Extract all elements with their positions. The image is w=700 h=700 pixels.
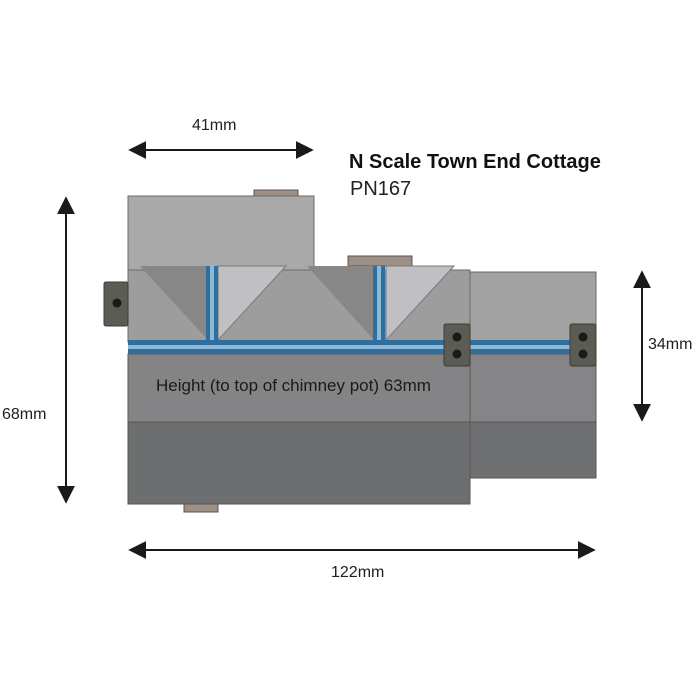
middle-bracket-bolt-2 bbox=[452, 349, 462, 359]
middle-bracket bbox=[443, 323, 471, 367]
chimney-height-note: Height (to top of chimney pot) 63mm bbox=[156, 376, 431, 395]
annex-wall-lower bbox=[469, 421, 597, 479]
middle-bracket-bolt-1 bbox=[452, 332, 462, 342]
upper-roof-block bbox=[127, 195, 315, 273]
left-height-label: 68mm bbox=[2, 406, 47, 423]
product-title: N Scale Town End Cottage bbox=[349, 151, 601, 173]
dormer-left-dark bbox=[140, 266, 208, 340]
dormer-right-spine-light bbox=[377, 266, 381, 340]
main-wall-lower bbox=[127, 421, 471, 505]
dormer-left-spine-light bbox=[210, 266, 214, 340]
right-height-label: 34mm bbox=[648, 336, 693, 353]
top-width-label: 41mm bbox=[192, 117, 237, 134]
chimney-bottom bbox=[183, 503, 219, 513]
dormer-right-light bbox=[385, 265, 456, 342]
ridge-band-annex-light bbox=[470, 345, 596, 349]
right-bracket-bolt-1 bbox=[578, 332, 588, 342]
dormer-right-dark bbox=[307, 266, 374, 340]
part-number: PN167 bbox=[350, 178, 412, 200]
overall-width-label: 122mm bbox=[331, 564, 385, 581]
left-bracket-bolt bbox=[112, 298, 122, 308]
ridge-band-main-light bbox=[128, 345, 470, 349]
main-wall-upper bbox=[127, 353, 471, 423]
chimney-middle bbox=[347, 255, 413, 267]
right-bracket bbox=[569, 323, 597, 367]
right-bracket-bolt-2 bbox=[578, 349, 588, 359]
